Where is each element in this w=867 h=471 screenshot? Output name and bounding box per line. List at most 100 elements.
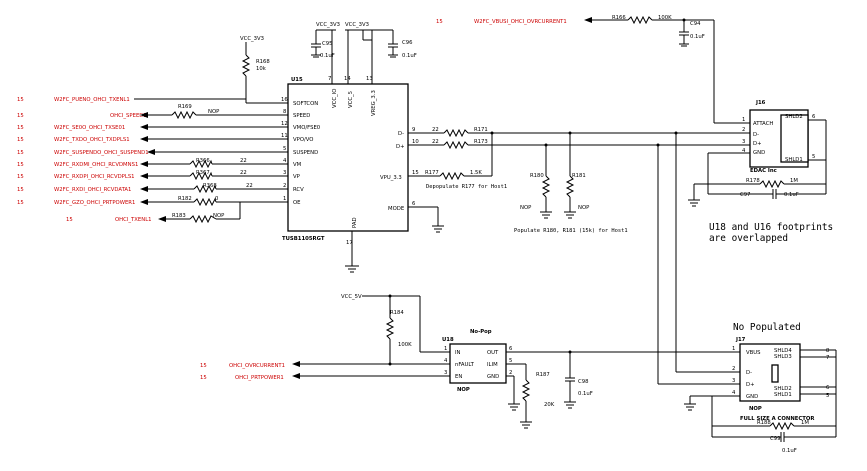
u15-pin3-name: VP <box>293 174 301 180</box>
u15-pin9-num: 9 <box>412 127 415 133</box>
j16-pin4-name: GND <box>753 150 765 156</box>
j17-pin2-num: 2 <box>732 366 735 372</box>
r173-value: 22 <box>432 139 439 145</box>
j17-pin5-num: 5 <box>826 393 829 399</box>
c98-capacitor: C98 0.1uF <box>564 350 593 409</box>
j17-pin8-num: 8 <box>826 348 830 354</box>
u15-pin14-name: VCC_5 <box>348 91 354 108</box>
u18-net-prtpower: OHCI_PRTPOWER1 <box>235 375 284 381</box>
ground-symbol-u15 <box>345 265 359 273</box>
c99-value: 0.1uF <box>782 448 797 454</box>
c98-ref: C98 <box>578 379 589 385</box>
net-ref-6: 15 <box>17 162 24 168</box>
note-overlap-line1: U18 and U16 footprints <box>709 222 833 233</box>
u18-ref: U18 <box>442 337 454 343</box>
u18-body <box>449 343 507 384</box>
u15-ref: U15 <box>291 77 303 83</box>
net-txdpls: W2FC_TXDO_OHCI_TXDPLS1 <box>54 137 130 143</box>
u18-nfault: nFAULT <box>455 362 475 368</box>
u15-pin10-num: 10 <box>412 139 419 145</box>
u18-pin6-num: 6 <box>509 346 513 352</box>
u15-pin15-name: VPU_3.3 <box>380 175 402 181</box>
u15-pin5-num: 5 <box>283 146 286 152</box>
j17-pin4-num: 4 <box>732 390 736 396</box>
r180-ref: R180 <box>530 173 544 179</box>
r171-value: 22 <box>432 127 439 133</box>
u18-nopop: No-Pop <box>470 329 492 335</box>
net-rcvdata: W2FC_RXDI_OHCI_RCVDATA1 <box>54 187 131 193</box>
u15-pin16-num: 16 <box>281 97 288 103</box>
vcc33-label-1: VCC_3V3 <box>316 22 340 28</box>
r366-ref: R366 <box>196 158 210 164</box>
u15-pin2-name: RCV <box>293 187 304 193</box>
c96-ref: C96 <box>402 40 413 46</box>
ground-symbol-mode <box>432 207 444 233</box>
u15-pin2-num: 2 <box>283 183 286 189</box>
j16-shld2-name: SHLD2 <box>785 114 803 120</box>
r368-resistor: R368 22 <box>193 183 253 194</box>
net-prtpower: W2FC_GZO_OHCI_PRTPOWER1 <box>54 200 135 206</box>
r187-ref: R187 <box>536 372 550 378</box>
u15-bottom-pin: 17 PAD <box>345 217 359 273</box>
r367-value: 22 <box>240 170 247 176</box>
u18-value: NOP <box>457 387 470 393</box>
r183-resistor: R183 NOP <box>172 213 225 224</box>
u18-nets: 15 OHCI_OVRCURRENT1 15 OHCI_PRTPOWER1 <box>200 361 300 381</box>
u18-ilim: ILIM <box>487 362 498 368</box>
j17-inner <box>771 364 779 383</box>
u15-pin11-num: 11 <box>281 133 288 139</box>
u15-chip: U15 TUSB1105RGT 16 SOFTCON 8 SPEED 12 VM… <box>148 30 444 273</box>
j17-shld4: SHLD4 <box>774 348 792 354</box>
j16-pin4-num: 4 <box>742 148 746 154</box>
j17-data-lines <box>656 131 740 385</box>
r171-resistor: 22 R171 <box>432 127 740 138</box>
u15-pin1-name: OE <box>293 200 301 206</box>
u15-pin4-name: VM <box>293 162 302 168</box>
u15-pin8-name: SPEED <box>293 113 310 119</box>
u15-right-pins: D- 9 D+ 10 VPU_3.3 15 MODE 6 <box>380 127 444 212</box>
j16-pin2-num: 2 <box>742 127 745 133</box>
r184-ref: R184 <box>390 310 404 316</box>
j16-gnd-network: R178 1M C97 0.1uF <box>688 153 826 207</box>
c97-value: 0.1uF <box>784 192 799 198</box>
r177-ref: R177 <box>425 170 439 176</box>
r367-ref: R367 <box>196 170 210 176</box>
j16-pin5-num: 5 <box>812 154 815 160</box>
j17-pin6-num: 6 <box>826 385 830 391</box>
net-ohci-txenl: OHCI_TXENL1 <box>115 217 152 223</box>
oc-ref: 15 <box>436 19 443 25</box>
u18-pin3-num: 3 <box>444 370 447 376</box>
j16-pin1-num: 1 <box>742 117 745 123</box>
vcc5-label: VCC_5V <box>341 294 362 300</box>
j16-maker: EDAC Inc <box>750 168 777 174</box>
u15-pin10-name: D+ <box>396 144 405 150</box>
r368-ref: R368 <box>203 183 217 189</box>
j16-pin3-num: 3 <box>742 139 745 145</box>
c98-value: 0.1uF <box>578 391 593 397</box>
r173-resistor: 22 R173 <box>432 139 740 150</box>
note-overlap-line2: are overlapped <box>709 233 788 244</box>
u18-en: EN <box>455 374 462 380</box>
r367-resistor: R367 22 <box>189 170 247 181</box>
u15-pin12-name: VMO/FSE0 <box>293 125 321 131</box>
u15-pin1-num: 1 <box>283 196 286 202</box>
net-ref-8: 15 <box>17 187 24 193</box>
r180-value: NOP <box>520 205 532 211</box>
note-pop: Populate R180, R181 (15k) for Host1 <box>514 228 628 234</box>
r177-value: 1.5K <box>470 170 482 176</box>
c99-ref: C99 <box>770 436 780 442</box>
net-ref-4: 15 <box>17 137 24 143</box>
r366-value: 22 <box>240 158 247 164</box>
r169-value: NOP <box>208 109 220 115</box>
j17-shld2: SHLD2 <box>774 386 792 392</box>
r184-value: 100K <box>398 342 412 348</box>
r181-ref: R181 <box>572 173 586 179</box>
r366-resistor: R366 22 <box>189 158 247 169</box>
net-ref-3: 15 <box>17 125 24 131</box>
r178-value: 1M <box>790 178 798 184</box>
j17-shld1: SHLD1 <box>774 392 792 398</box>
net-ref-1: 15 <box>17 97 24 103</box>
j17-pin3-num: 3 <box>732 378 735 384</box>
j17-dp: D+ <box>746 382 755 388</box>
